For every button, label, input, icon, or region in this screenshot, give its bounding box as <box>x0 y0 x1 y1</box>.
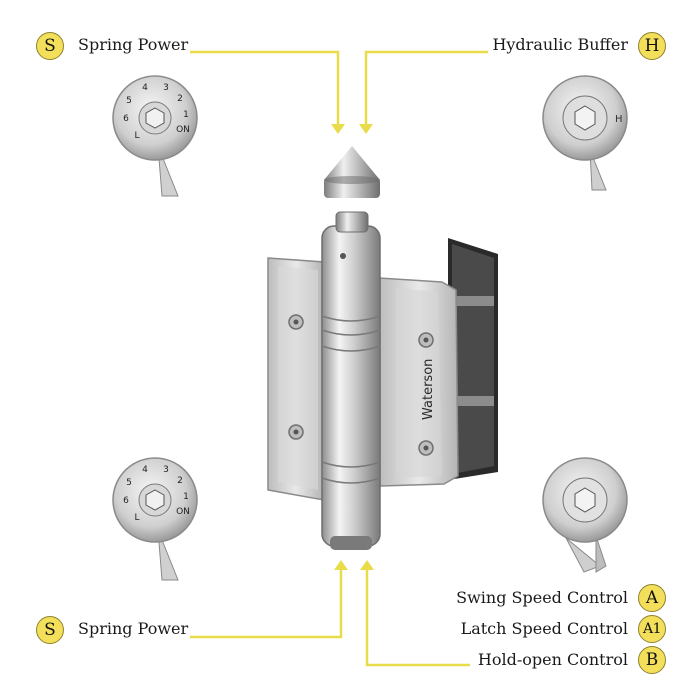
badge-hydraulic-buffer: H <box>638 32 666 60</box>
dial-number: 6 <box>123 496 129 506</box>
callout-line-hydraulic <box>364 50 488 128</box>
hydraulic-buffer-detail: H <box>542 75 628 191</box>
brand-text: Waterson <box>421 359 436 420</box>
dial-number: 2 <box>177 94 183 104</box>
label-spring-power-top: Spring Power <box>78 35 189 54</box>
dial-number: 4 <box>142 83 148 93</box>
arrowhead-hydraulic <box>359 124 373 134</box>
hinge-cap <box>324 146 380 198</box>
speed-control-detail <box>542 457 628 573</box>
dial-number: ON <box>176 507 190 517</box>
arrowhead-spring-top <box>331 124 345 134</box>
dial-number: 5 <box>126 96 132 106</box>
hinge-barrel <box>321 211 381 550</box>
dial-number: 1 <box>183 110 189 120</box>
badge-swing-speed-control: A <box>638 584 666 612</box>
badge-latch-speed-control: A1 <box>638 615 666 643</box>
dial-number: L <box>134 131 139 141</box>
label-hydraulic-buffer: Hydraulic Buffer <box>492 35 628 54</box>
hinge-back-plate <box>448 238 498 480</box>
hinge-left-leaf <box>267 257 325 501</box>
dial-number: L <box>134 513 139 523</box>
dial-number: 1 <box>183 492 189 502</box>
arrowhead-spring-bottom <box>334 560 348 570</box>
arrowhead-controls <box>360 560 374 570</box>
dial-number: 3 <box>163 465 169 475</box>
callout-lines <box>190 50 488 667</box>
callout-line-controls <box>365 566 470 667</box>
spring-dial-top-left <box>112 75 198 197</box>
svg-text:H: H <box>615 114 623 125</box>
dial-number: 6 <box>123 114 129 124</box>
label-spring-power-bottom: Spring Power <box>78 619 189 638</box>
dial-number: 2 <box>177 476 183 486</box>
label-latch-speed-control: Latch Speed Control <box>460 619 628 638</box>
badge-spring-power-top: S <box>36 32 64 60</box>
hinge-screws <box>288 314 434 456</box>
label-hold-open-control: Hold-open Control <box>477 650 628 669</box>
callout-arrowheads <box>331 124 374 570</box>
spring-dial-bottom-left-numbers: ON 1 2 3 4 5 6 L <box>123 465 190 523</box>
screw-holes <box>293 319 429 451</box>
dial-number: 5 <box>126 478 132 488</box>
badge-hold-open-control: B <box>638 646 666 674</box>
callout-line-spring-bottom <box>190 566 343 639</box>
hinge-right-leaf <box>379 277 459 487</box>
dial-number: ON <box>176 125 190 135</box>
dial-number: 4 <box>142 465 148 475</box>
badge-spring-power-bottom: S <box>36 616 64 644</box>
spring-dial-top-left-numbers: ON 1 2 3 4 5 6 L <box>123 83 190 141</box>
callout-line-spring-top <box>190 50 340 128</box>
dial-number: 3 <box>163 83 169 93</box>
spring-dial-bottom-left <box>112 457 198 581</box>
label-swing-speed-control: Swing Speed Control <box>456 588 628 607</box>
